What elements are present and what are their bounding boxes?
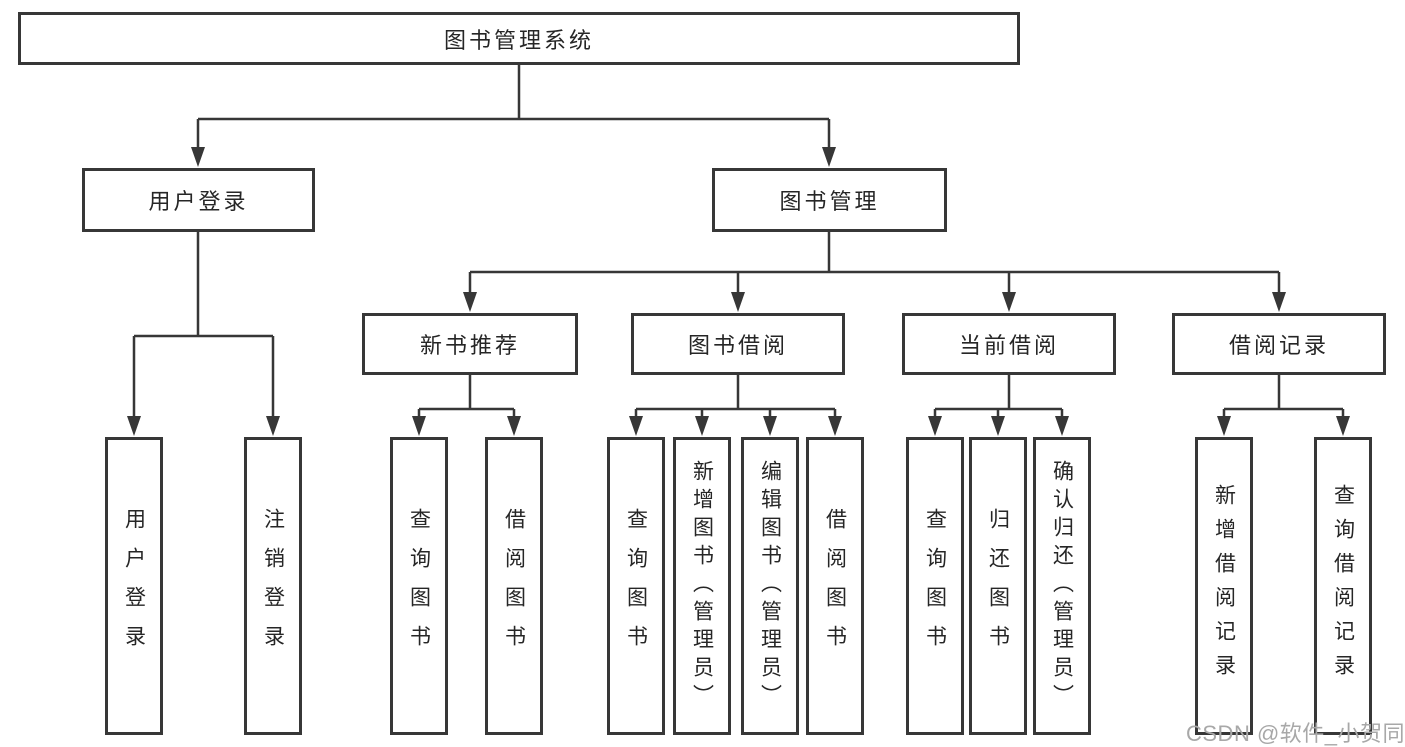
node-library-system: 图书管理系统 — [18, 12, 1020, 65]
node-user-login-action: 用户登录 — [105, 437, 163, 735]
node-label: 查询图书 — [624, 508, 648, 664]
node-user-login: 用户登录 — [82, 168, 315, 232]
node-book-management: 图书管理 — [712, 168, 947, 232]
node-label: 查询图书 — [923, 508, 947, 664]
csdn-watermark: CSDN @软件_小贺同学 — [1186, 721, 1405, 746]
node-search-borrow-record: 查询借阅记录 — [1314, 437, 1372, 735]
node-label: 新增借阅记录 — [1212, 484, 1236, 688]
node-label: 归还图书 — [986, 508, 1010, 664]
node-borrow-books-newbooks: 借阅图书 — [485, 437, 543, 735]
node-logout-action: 注销登录 — [244, 437, 302, 735]
node-label: 用户登录 — [122, 508, 146, 664]
node-return-books: 归还图书 — [969, 437, 1027, 735]
node-current-borrowing: 当前借阅 — [902, 313, 1116, 375]
node-label: 借阅图书 — [502, 508, 526, 664]
node-label: 新增图书（管理员） — [690, 460, 714, 712]
node-borrow-books-borrowing: 借阅图书 — [806, 437, 864, 735]
node-search-books-borrowing: 查询图书 — [607, 437, 665, 735]
node-book-borrowing: 图书借阅 — [631, 313, 845, 375]
node-new-book-recommend: 新书推荐 — [362, 313, 578, 375]
node-add-books-admin: 新增图书（管理员） — [673, 437, 731, 735]
node-add-borrow-record: 新增借阅记录 — [1195, 437, 1253, 735]
node-borrowing-records: 借阅记录 — [1172, 313, 1386, 375]
node-label: 注销登录 — [261, 508, 285, 664]
node-label: 查询图书 — [407, 508, 431, 664]
node-confirm-return-admin: 确认归还（管理员） — [1033, 437, 1091, 735]
node-edit-books-admin: 编辑图书（管理员） — [741, 437, 799, 735]
node-label: 确认归还（管理员） — [1050, 460, 1074, 712]
node-label: 查询借阅记录 — [1331, 484, 1355, 688]
node-label: 借阅图书 — [823, 508, 847, 664]
node-search-books-newbooks: 查询图书 — [390, 437, 448, 735]
node-search-books-current: 查询图书 — [906, 437, 964, 735]
node-label: 编辑图书（管理员） — [758, 460, 782, 712]
